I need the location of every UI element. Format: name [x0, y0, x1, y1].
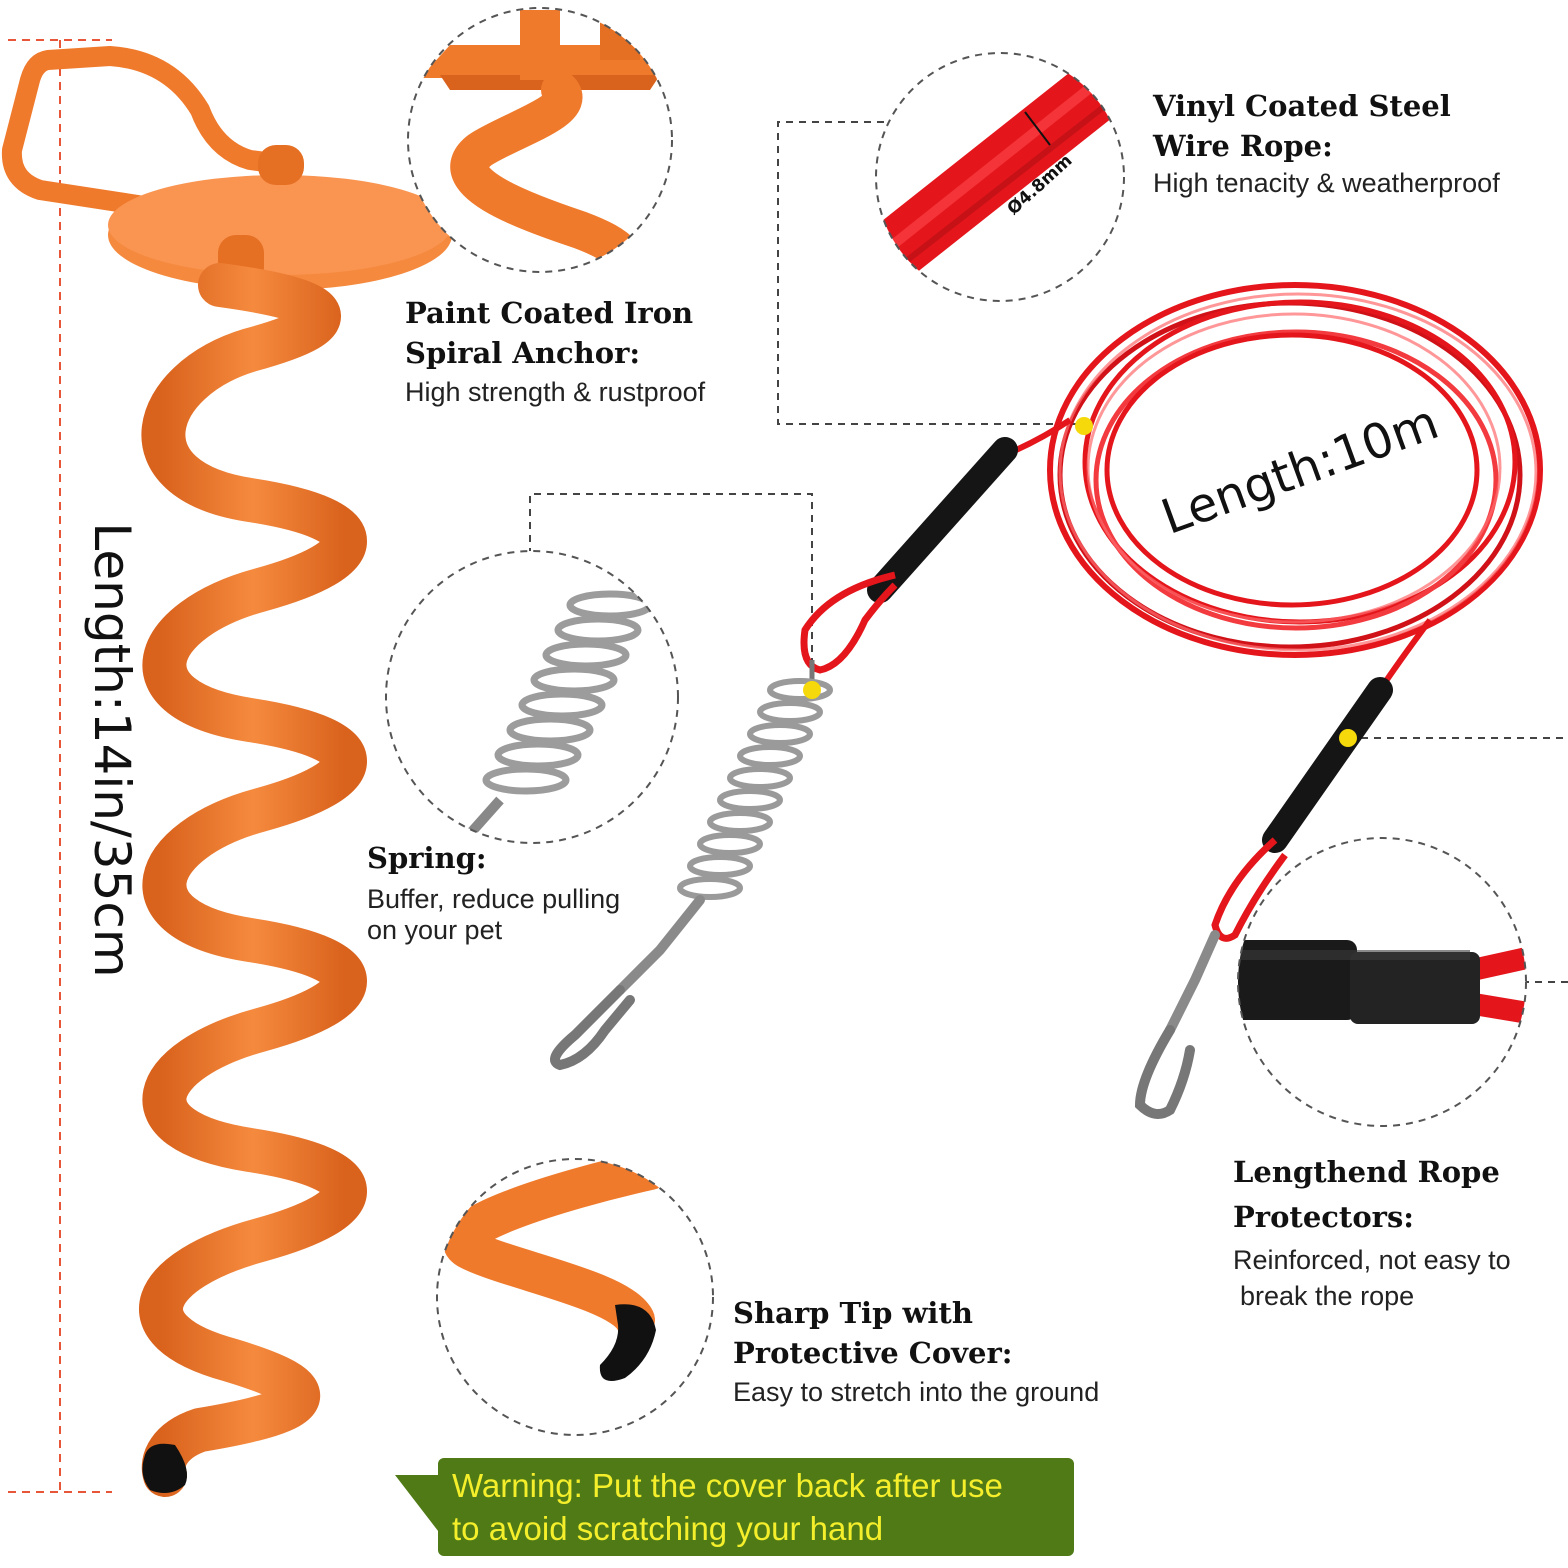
rope-title-line1: Vinyl Coated Steel	[1153, 89, 1451, 123]
anchor-title-line2: Spiral Anchor:	[405, 336, 641, 370]
marker-dots	[803, 417, 1357, 747]
spring-callout: Spring: Buffer, reduce pulling on your p…	[367, 838, 620, 946]
spring-zoom-circle	[385, 550, 679, 844]
protector-zoom-circle	[1237, 837, 1527, 1127]
coiled-wire-rope	[1003, 282, 1543, 692]
warning-line1: Warning: Put the cover back after use	[452, 1467, 1003, 1504]
anchor-title-line1: Paint Coated Iron	[405, 296, 694, 330]
spring-desc-line2: on your pet	[367, 915, 503, 945]
spring-desc-line1: Buffer, reduce pulling	[367, 884, 621, 914]
tip-title-line1: Sharp Tip with	[733, 1296, 973, 1330]
rope-callout: Vinyl Coated Steel Wire Rope: High tenac…	[1153, 86, 1500, 199]
protector-title-line2: Protectors:	[1233, 1200, 1414, 1234]
warning-banner: Warning: Put the cover back after use to…	[438, 1458, 1074, 1556]
left-rope-protector	[800, 437, 1018, 674]
spring-title: Spring:	[367, 841, 487, 875]
anchor-callout: Paint Coated Iron Spiral Anchor: High st…	[405, 293, 705, 408]
protector-desc-line1: Reinforced, not easy to	[1233, 1245, 1511, 1275]
anchor-length-label: Length:14in/35cm	[83, 522, 141, 978]
tip-zoom-circle	[436, 1158, 714, 1436]
tip-title-line2: Protective Cover:	[733, 1336, 1013, 1370]
rope-title-line2: Wire Rope:	[1153, 129, 1333, 163]
protector-title-line1: Lengthend Rope	[1233, 1155, 1500, 1189]
tip-callout: Sharp Tip with Protective Cover: Easy to…	[733, 1293, 1099, 1408]
warning-line2: to avoid scratching your hand	[452, 1510, 884, 1547]
anchor-desc: High strength & rustproof	[405, 377, 706, 407]
rope-desc: High tenacity & weatherproof	[1153, 168, 1500, 198]
rope-zoom-circle	[875, 52, 1125, 302]
spiral-anchor	[1, 46, 452, 1497]
tip-desc: Easy to stretch into the ground	[733, 1377, 1100, 1407]
anchor-zoom-circle	[407, 7, 673, 273]
anchor-dimension-line	[8, 39, 112, 1493]
protector-desc-line2: break the rope	[1240, 1281, 1415, 1311]
protector-callout: Lengthend Rope Protectors: Reinforced, n…	[1233, 1150, 1511, 1314]
callout-connectors	[529, 121, 1568, 983]
warning-pointer	[395, 1475, 445, 1540]
right-rope-protector	[1134, 677, 1393, 1119]
